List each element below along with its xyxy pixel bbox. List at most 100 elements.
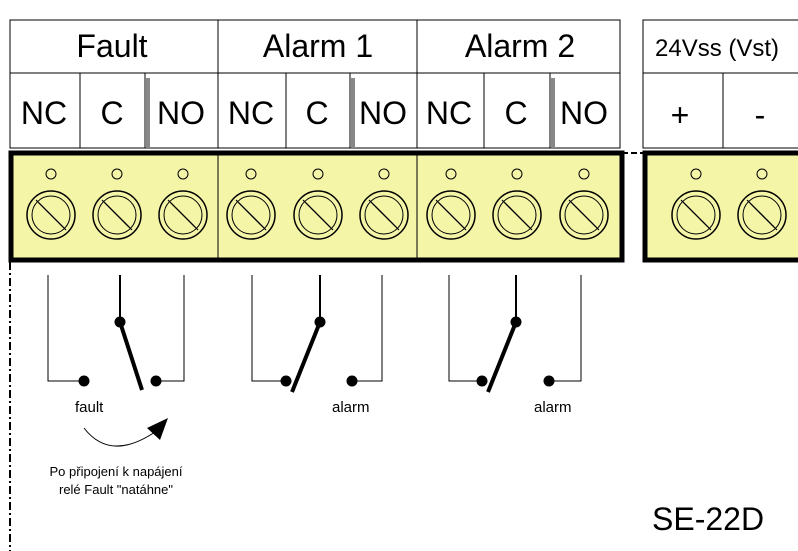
screw-rim	[231, 195, 271, 235]
screw-head	[426, 190, 476, 240]
screw-rim	[31, 195, 71, 235]
terminal-box-c	[285, 72, 351, 149]
screw-head	[26, 190, 76, 240]
power-terminal-block-body	[642, 150, 798, 263]
contact-point	[543, 375, 555, 387]
terminal-label-nc: NC	[21, 95, 67, 131]
wire-entry-hole	[511, 168, 523, 180]
switch-arm	[290, 321, 322, 393]
screw-rim	[676, 195, 716, 235]
wire-no	[156, 275, 185, 382]
terminal-label-minus: -	[755, 97, 766, 133]
screw-slot	[305, 202, 334, 231]
note-line-2: relé Fault "natáhne"	[59, 482, 173, 497]
screw-head	[226, 190, 276, 240]
screw-slot	[571, 202, 600, 231]
terminal-box-c	[79, 72, 146, 149]
model-label: SE-22D	[652, 501, 764, 537]
header-title-frame	[9, 19, 621, 74]
terminal-label-nc: NC	[228, 95, 274, 131]
wire-nc	[251, 275, 286, 382]
pivot-point	[510, 316, 522, 328]
screw-slot	[371, 202, 400, 231]
contact-point	[150, 375, 162, 387]
screw-terminals	[26, 168, 787, 240]
screw-rim	[298, 195, 338, 235]
screw-rim	[431, 195, 471, 235]
wire-entry-hole	[756, 168, 768, 180]
screw-slot	[38, 202, 67, 231]
wire-no	[352, 275, 383, 382]
screw-rim	[497, 195, 537, 235]
contact-point	[78, 375, 90, 387]
screw-head	[492, 190, 542, 240]
terminal-label-c: C	[504, 95, 527, 131]
header-title-row: Fault Alarm 1 Alarm 2 24Vss (Vst)	[9, 19, 798, 74]
pivot-point	[114, 316, 126, 328]
group-title-alarm2: Alarm 2	[465, 28, 575, 64]
group-title-fault: Fault	[76, 28, 147, 64]
terminal-box-c	[483, 72, 551, 149]
contact-label-fault: fault	[75, 399, 104, 416]
group-title-alarm1: Alarm 1	[263, 28, 373, 64]
box-shadow	[351, 78, 355, 148]
screw-rim	[163, 195, 203, 235]
terminal-block	[8, 150, 798, 263]
wire-entry-hole	[312, 168, 324, 180]
note-line-1: Po připojení k napájení	[50, 464, 183, 479]
terminal-label-nc: NC	[426, 95, 472, 131]
alarm2-relay-contact	[448, 275, 582, 393]
transition-arrow	[83, 418, 168, 447]
alarm1-relay-contact	[251, 275, 383, 393]
screw-rim	[564, 195, 604, 235]
terminal-label-plus: +	[671, 97, 690, 133]
terminal-label-no: NO	[359, 95, 407, 131]
terminal-label-no: NO	[560, 95, 608, 131]
screw-slot	[238, 202, 267, 231]
fault-relay-contact	[47, 275, 185, 391]
pivot-point	[314, 316, 326, 328]
screw-rim	[97, 195, 137, 235]
contact-point	[476, 375, 488, 387]
power-terminal-frame	[642, 72, 798, 149]
wire-nc	[47, 275, 84, 382]
wire-entry-hole	[445, 168, 457, 180]
box-shadow	[146, 78, 150, 148]
switch-arm	[118, 321, 144, 391]
screw-slot	[749, 202, 778, 231]
wire-entry-hole	[45, 168, 57, 180]
screw-rim	[364, 195, 404, 235]
screw-head	[293, 190, 343, 240]
screw-slot	[683, 202, 712, 231]
wire-entry-hole	[111, 168, 123, 180]
screw-slot	[504, 202, 533, 231]
wire-nc	[448, 275, 482, 382]
contact-point	[346, 375, 358, 387]
box-shadow	[551, 78, 555, 148]
wire-entry-hole	[690, 168, 702, 180]
wire-entry-hole	[177, 168, 189, 180]
header-terminal-row: NC C NO NC C NO NC C NO + -	[9, 72, 798, 149]
terminal-label-c: C	[100, 95, 123, 131]
terminal-label-no: NO	[157, 95, 205, 131]
switch-arm	[486, 321, 518, 393]
screw-slot	[438, 202, 467, 231]
screw-head	[559, 190, 609, 240]
contact-label-alarm1: alarm	[332, 399, 370, 416]
power-title: 24Vss (Vst)	[655, 35, 779, 62]
screw-slot	[104, 202, 133, 231]
contact-label-alarm2: alarm	[534, 399, 572, 416]
screw-head	[737, 190, 787, 240]
screw-head	[359, 190, 409, 240]
contact-point	[280, 375, 292, 387]
screw-slot	[170, 202, 199, 231]
screw-head	[671, 190, 721, 240]
wire-entry-hole	[378, 168, 390, 180]
screw-rim	[742, 195, 782, 235]
arrow-head	[147, 418, 168, 440]
screw-head	[92, 190, 142, 240]
wire-entry-hole	[245, 168, 257, 180]
wire-entry-hole	[578, 168, 590, 180]
terminal-label-c: C	[305, 95, 328, 131]
